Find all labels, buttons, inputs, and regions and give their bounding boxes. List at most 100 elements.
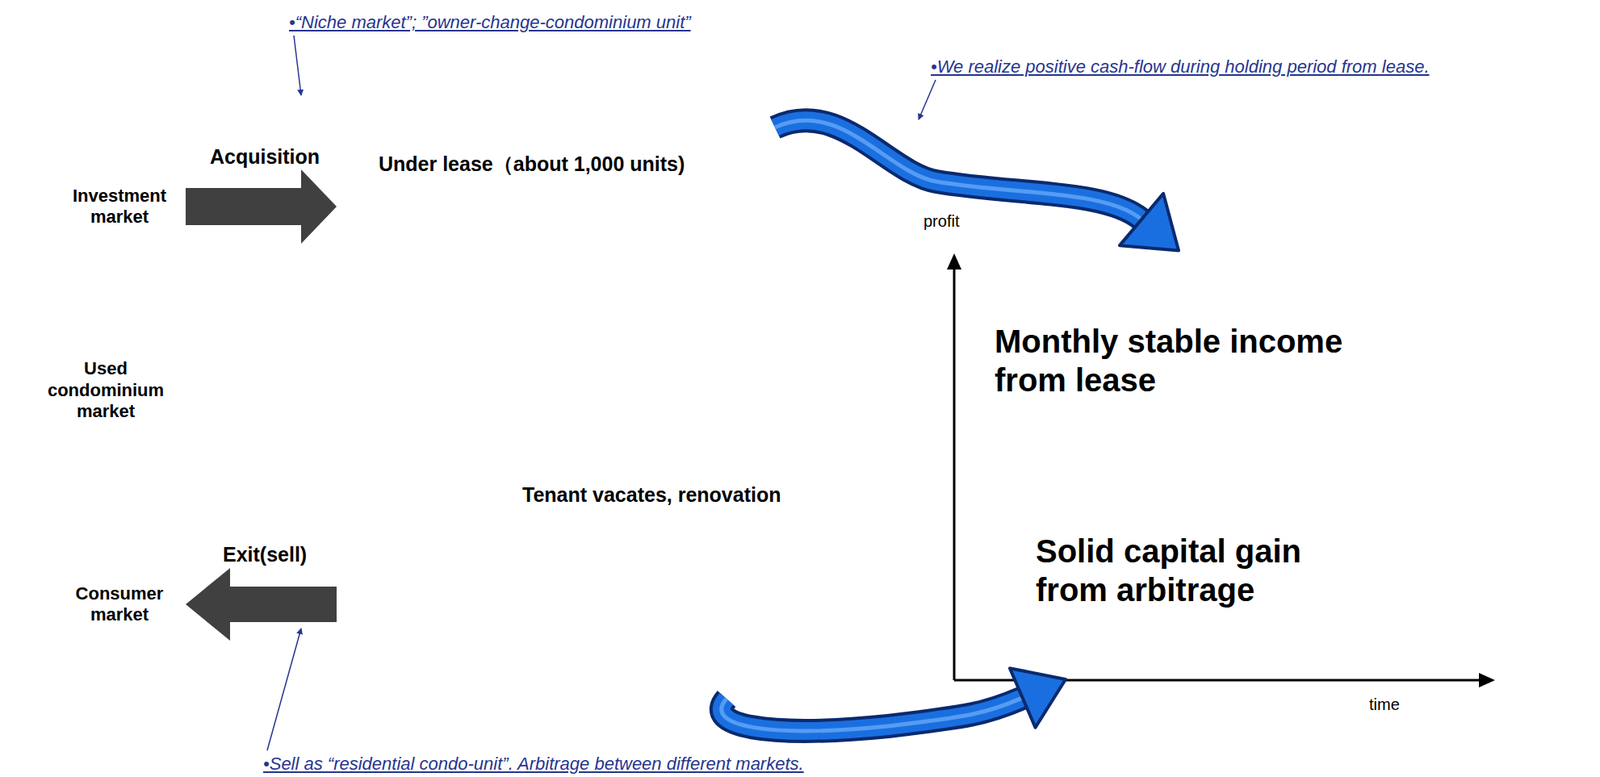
window xyxy=(826,432,838,438)
blind-slat xyxy=(561,590,676,593)
balcony xyxy=(506,411,601,415)
balcony xyxy=(506,403,601,407)
window xyxy=(670,249,677,253)
ribbon-outline xyxy=(774,120,1142,220)
window xyxy=(514,334,523,339)
ground xyxy=(619,455,733,465)
window xyxy=(796,445,808,451)
window xyxy=(517,227,529,231)
ribbon-outline xyxy=(721,698,1023,732)
lease-panel: Under lease（about 1,000 units) xyxy=(351,127,883,472)
label-holder: •“Niche market”; ”owner-change-condomini… xyxy=(289,12,692,33)
balcony xyxy=(768,248,863,252)
text-holder: Under lease（about 1,000 units) xyxy=(378,151,863,176)
balcony xyxy=(376,238,483,242)
window xyxy=(533,227,545,231)
balcony xyxy=(506,428,601,432)
balcony xyxy=(376,221,483,224)
window xyxy=(703,205,709,210)
balcony xyxy=(765,322,855,326)
sky xyxy=(497,379,612,465)
ribbon-gloss xyxy=(774,120,1142,220)
holding-box: Tenant vacates, renovationUnder lease（ab… xyxy=(336,104,904,700)
window xyxy=(565,249,577,253)
window xyxy=(665,310,679,315)
wall xyxy=(369,537,531,660)
ground xyxy=(497,355,612,365)
leader-line xyxy=(267,628,302,751)
building-photo xyxy=(372,181,486,268)
wall xyxy=(707,537,870,660)
window xyxy=(670,445,680,452)
window xyxy=(692,227,699,231)
window xyxy=(841,407,853,413)
balcony xyxy=(396,330,475,333)
axis-label: profit xyxy=(923,212,960,231)
blind-slat xyxy=(561,557,676,559)
ground xyxy=(754,455,869,465)
balcony xyxy=(509,329,595,332)
window xyxy=(643,418,653,425)
window xyxy=(692,205,699,210)
balcony xyxy=(641,329,725,332)
balcony xyxy=(506,394,601,398)
edge-label: Exit(sell) xyxy=(221,543,309,567)
window xyxy=(698,445,708,452)
blind-slat xyxy=(561,579,676,582)
label-holder: •Sell as “residential condo-unit”. Arbit… xyxy=(263,753,805,775)
window xyxy=(514,321,523,326)
building xyxy=(376,188,483,258)
window xyxy=(577,321,586,326)
down-arrow-shape xyxy=(472,471,516,524)
text-holder: Investment market xyxy=(59,185,180,229)
building-photo xyxy=(619,379,733,465)
balcony xyxy=(396,345,475,348)
window xyxy=(533,238,545,242)
label-holder: time xyxy=(1369,695,1400,715)
window xyxy=(514,346,523,351)
window xyxy=(453,243,474,254)
ground xyxy=(754,257,869,268)
tree xyxy=(846,236,869,260)
balcony xyxy=(645,244,719,248)
window xyxy=(581,216,593,220)
building-photo xyxy=(372,279,486,365)
window xyxy=(684,431,694,438)
note-text: •We realize positive cash-flow during ho… xyxy=(930,56,1430,77)
ribbon-body xyxy=(721,698,1023,732)
balcony xyxy=(645,211,719,214)
window xyxy=(649,238,656,243)
window xyxy=(812,407,823,413)
window xyxy=(782,432,793,438)
window xyxy=(527,346,536,351)
window xyxy=(527,321,536,326)
balcony xyxy=(768,240,863,243)
balcony xyxy=(393,429,482,432)
window xyxy=(549,249,562,253)
window xyxy=(796,420,808,426)
window xyxy=(646,346,661,351)
window xyxy=(692,238,699,243)
building xyxy=(645,191,719,258)
area-text: Solid capital gain from arbitrage xyxy=(1035,531,1359,610)
window xyxy=(660,216,666,220)
window xyxy=(766,394,778,400)
window xyxy=(782,407,793,413)
renovated-panel xyxy=(351,522,883,674)
window xyxy=(552,321,561,326)
balcony xyxy=(393,445,482,449)
cabinet-seam xyxy=(787,609,789,660)
balcony xyxy=(762,427,862,431)
window xyxy=(701,346,716,351)
balcony xyxy=(506,445,601,449)
window xyxy=(665,298,679,303)
window xyxy=(539,346,548,351)
window xyxy=(577,334,586,339)
building-photo xyxy=(754,181,869,268)
building-photo xyxy=(619,181,733,268)
balcony xyxy=(396,322,475,325)
window xyxy=(581,227,593,231)
window xyxy=(812,445,823,451)
panel-title: Under lease（about 1,000 units) xyxy=(378,151,863,176)
window xyxy=(643,431,653,438)
